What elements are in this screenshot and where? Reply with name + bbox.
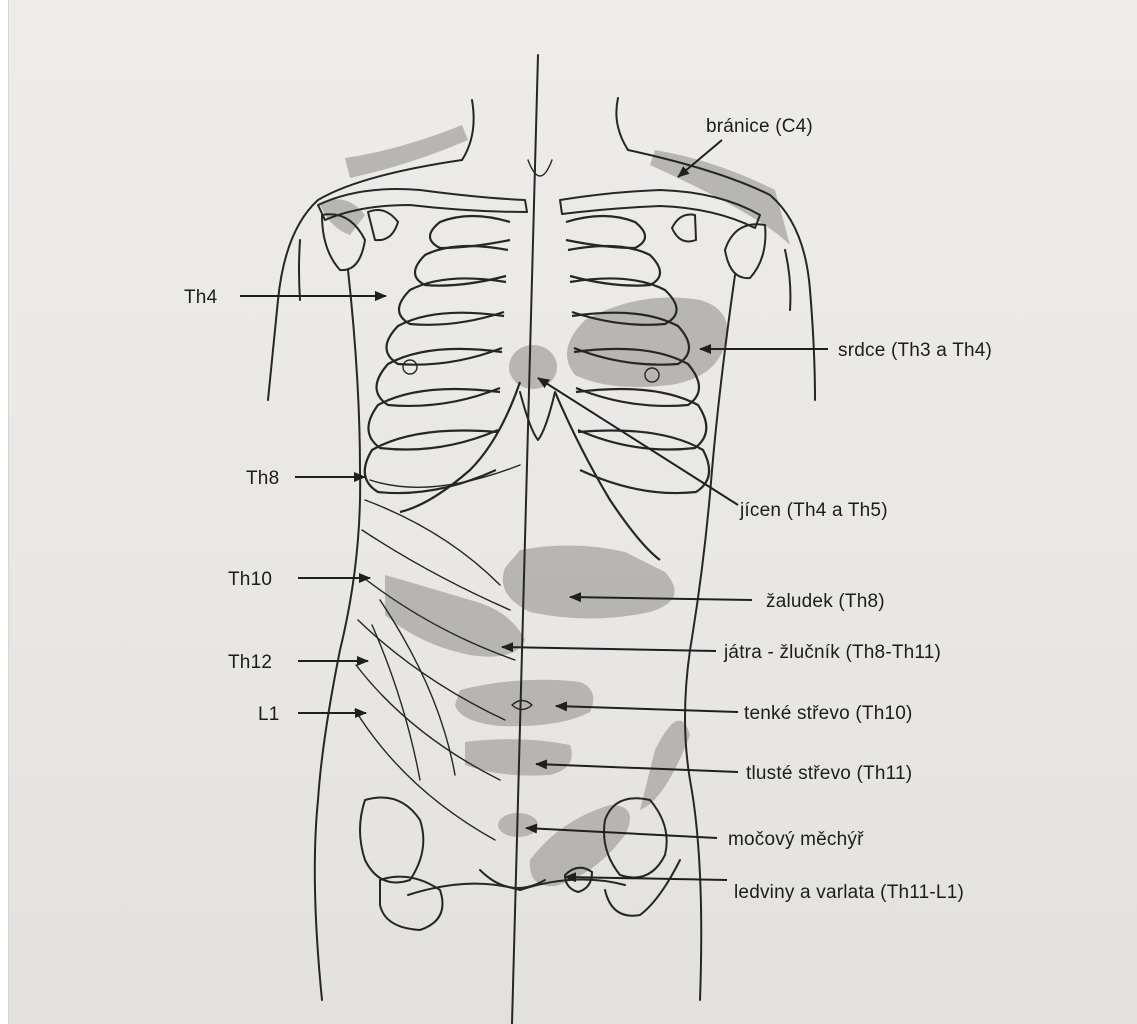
left-arm-inner <box>299 240 300 300</box>
zone-small-intestine <box>455 680 593 726</box>
nerve-line-1 <box>370 465 520 487</box>
scapula-right <box>672 215 696 242</box>
scapula-left <box>368 210 398 240</box>
label-mocovy: močový měchýř <box>728 829 864 850</box>
ribs-right <box>555 216 709 560</box>
labels-left: Th4 Th8 Th10 Th12 L1 <box>184 287 280 725</box>
label-th12: Th12 <box>228 652 272 673</box>
labels-right: bránice (C4) srdce (Th3 a Th4) jícen (Th… <box>706 116 992 903</box>
right-arm-inner <box>785 250 790 310</box>
label-tluste: tlusté střevo (Th11) <box>746 763 912 784</box>
rib-left-1 <box>430 216 510 248</box>
zone-esophagus <box>509 345 557 389</box>
rib-right-costal-arch <box>555 392 660 560</box>
rib-right-6 <box>576 389 706 450</box>
ribs-left <box>365 216 520 512</box>
leader-jicen <box>538 378 738 505</box>
label-branice: bránice (C4) <box>706 116 813 137</box>
nerve-line-8 <box>372 625 420 780</box>
rib-right-1 <box>566 216 645 248</box>
label-jicen: jícen (Th4 a Th5) <box>739 500 888 521</box>
label-th8: Th8 <box>246 468 279 489</box>
label-zaludek: žaludek (Th8) <box>766 591 885 612</box>
rib-left-6 <box>368 389 500 450</box>
right-flank <box>685 275 735 1000</box>
label-th4: Th4 <box>184 287 218 308</box>
nerve-lines <box>355 465 520 840</box>
label-tenke: tenké střevo (Th10) <box>744 703 913 724</box>
zone-heart <box>567 298 727 388</box>
rib-right-7 <box>578 430 709 493</box>
hip-joint-left <box>380 877 443 930</box>
zone-stomach <box>503 545 675 618</box>
label-ledviny: ledviny a varlata (Th11-L1) <box>734 882 964 903</box>
zone-large-intestine-right <box>640 721 690 810</box>
nerve-line-7 <box>355 710 495 840</box>
left-flank <box>315 270 360 1000</box>
nipple-left <box>403 360 417 374</box>
label-srdce: srdce (Th3 a Th4) <box>838 340 992 361</box>
label-th10: Th10 <box>228 569 272 590</box>
zone-diaphragm-right <box>650 150 790 245</box>
leader-tluste <box>536 764 738 772</box>
clavicles <box>318 189 765 278</box>
iliac-crest-left <box>360 798 423 883</box>
shoulder-joint-right <box>725 224 765 278</box>
leader-jatra <box>502 647 716 651</box>
neck-right <box>616 98 628 150</box>
zone-kidneys-testes <box>530 805 630 886</box>
label-jatra: játra - žlučník (Th8-Th11) <box>723 642 941 663</box>
label-l1: L1 <box>258 704 280 725</box>
xiphoid <box>520 392 555 440</box>
sternal-notch <box>528 160 552 176</box>
